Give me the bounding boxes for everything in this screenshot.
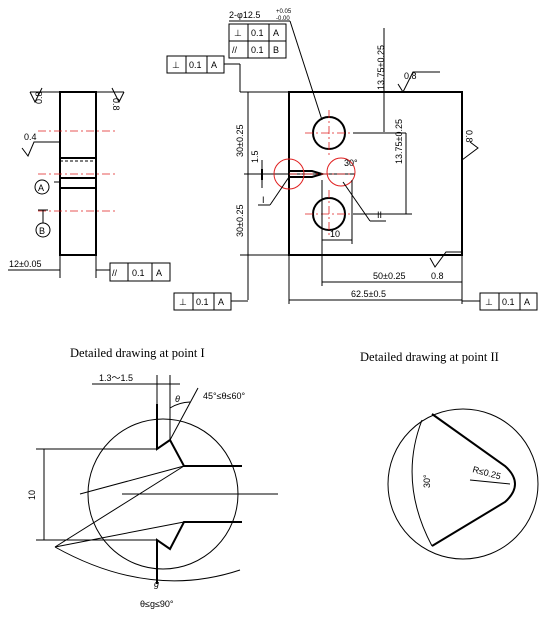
frame-perp-hole: ⊥ 0.1 A [228, 23, 287, 42]
svg-text:A: A [273, 28, 279, 38]
side-roughness-left: 0.8 [34, 91, 44, 104]
dim-offset-10: 10 [330, 229, 340, 239]
detail-i-width: 1.3～1.5 [99, 373, 133, 383]
frame-parallel-side: // 0.1 A [109, 262, 171, 282]
svg-text:⊥: ⊥ [485, 297, 493, 307]
thickness-dim: 12±0.05 [9, 259, 41, 269]
hole-callout: 2-φ12.5 [229, 10, 260, 20]
detail-ii: Detailed drawing at point II 30° R≤0.25 [360, 350, 539, 560]
side-roughness-edge: 0.4 [24, 132, 37, 142]
detail-ii-title: Detailed drawing at point II [360, 350, 499, 364]
hole-upper-tol: +0.05 [276, 9, 292, 15]
svg-text:A: A [156, 268, 162, 278]
detail-i-g-range: θ≤g≤90° [140, 599, 174, 609]
side-roughness-right: 0.8 [111, 98, 121, 111]
svg-text:0.1: 0.1 [196, 297, 209, 307]
svg-text:0.1: 0.1 [251, 45, 264, 55]
side-view: 12±0.05 0.8 0.8 0.4 A B // 0.1 A [8, 87, 171, 282]
dim-mid-1375: 13.75±0.25 [394, 119, 404, 164]
svg-text://: // [232, 45, 238, 55]
detail-ii-angle: 30° [422, 474, 432, 488]
svg-text:⊥: ⊥ [234, 28, 242, 38]
detail-ii-marker [326, 157, 356, 187]
detail-i-marker [273, 158, 305, 190]
svg-text:B: B [273, 45, 279, 55]
detail-i: Detailed drawing at point I 1.3～1.5 θ 45… [27, 346, 278, 609]
detail-i-theta-range: 45°≤θ≤60° [203, 391, 246, 401]
svg-text:0.1: 0.1 [132, 268, 145, 278]
dim-upper-30: 30±0.25 [235, 125, 245, 157]
dim-top-1375: 13.75±0.25 [376, 45, 386, 90]
detail-i-title: Detailed drawing at point I [70, 346, 205, 360]
dim-gap: 1.5 [250, 150, 260, 163]
angle-30: 30° [344, 158, 358, 168]
datum-b: B [39, 226, 45, 236]
svg-text:A: A [524, 297, 530, 307]
dim-w62: 62.5±0.5 [351, 289, 386, 299]
svg-text:⊥: ⊥ [172, 60, 180, 70]
detail-i-dim-10: 10 [27, 490, 37, 500]
svg-text://: // [112, 268, 118, 278]
frame-perp-left: ⊥ 0.1 A [173, 292, 232, 311]
detail-i-theta: θ [175, 394, 180, 404]
svg-text:A: A [211, 60, 217, 70]
detail-i-g: g [154, 579, 159, 589]
frame-perp-right: ⊥ 0.1 A [479, 292, 538, 311]
svg-text:0.1: 0.1 [502, 297, 515, 307]
front-roughness-bottom: 0.8 [431, 271, 444, 281]
svg-text:⊥: ⊥ [179, 297, 187, 307]
detail-ii-radius: R≤0.25 [471, 464, 502, 481]
front-roughness-top: 0.8 [404, 71, 417, 81]
dim-lower-30: 30±0.25 [235, 205, 245, 237]
frame-perp-top: ⊥ 0.1 A [166, 55, 225, 74]
hole-lower-tol: -0.00 [276, 16, 290, 22]
svg-text:A: A [218, 297, 224, 307]
front-roughness-right: 0.8 [464, 130, 474, 143]
frame-par-hole: // 0.1 B [228, 40, 287, 59]
label-point-ii: II [377, 210, 382, 220]
dim-w50: 50±0.25 [373, 271, 405, 281]
datum-a: A [38, 183, 44, 193]
front-view: 30±0.25 30±0.25 1.5 13.75±0.25 13.75±0.2… [166, 9, 538, 311]
label-point-i: I [262, 195, 265, 205]
svg-text:0.1: 0.1 [251, 28, 264, 38]
svg-text:0.1: 0.1 [189, 60, 202, 70]
